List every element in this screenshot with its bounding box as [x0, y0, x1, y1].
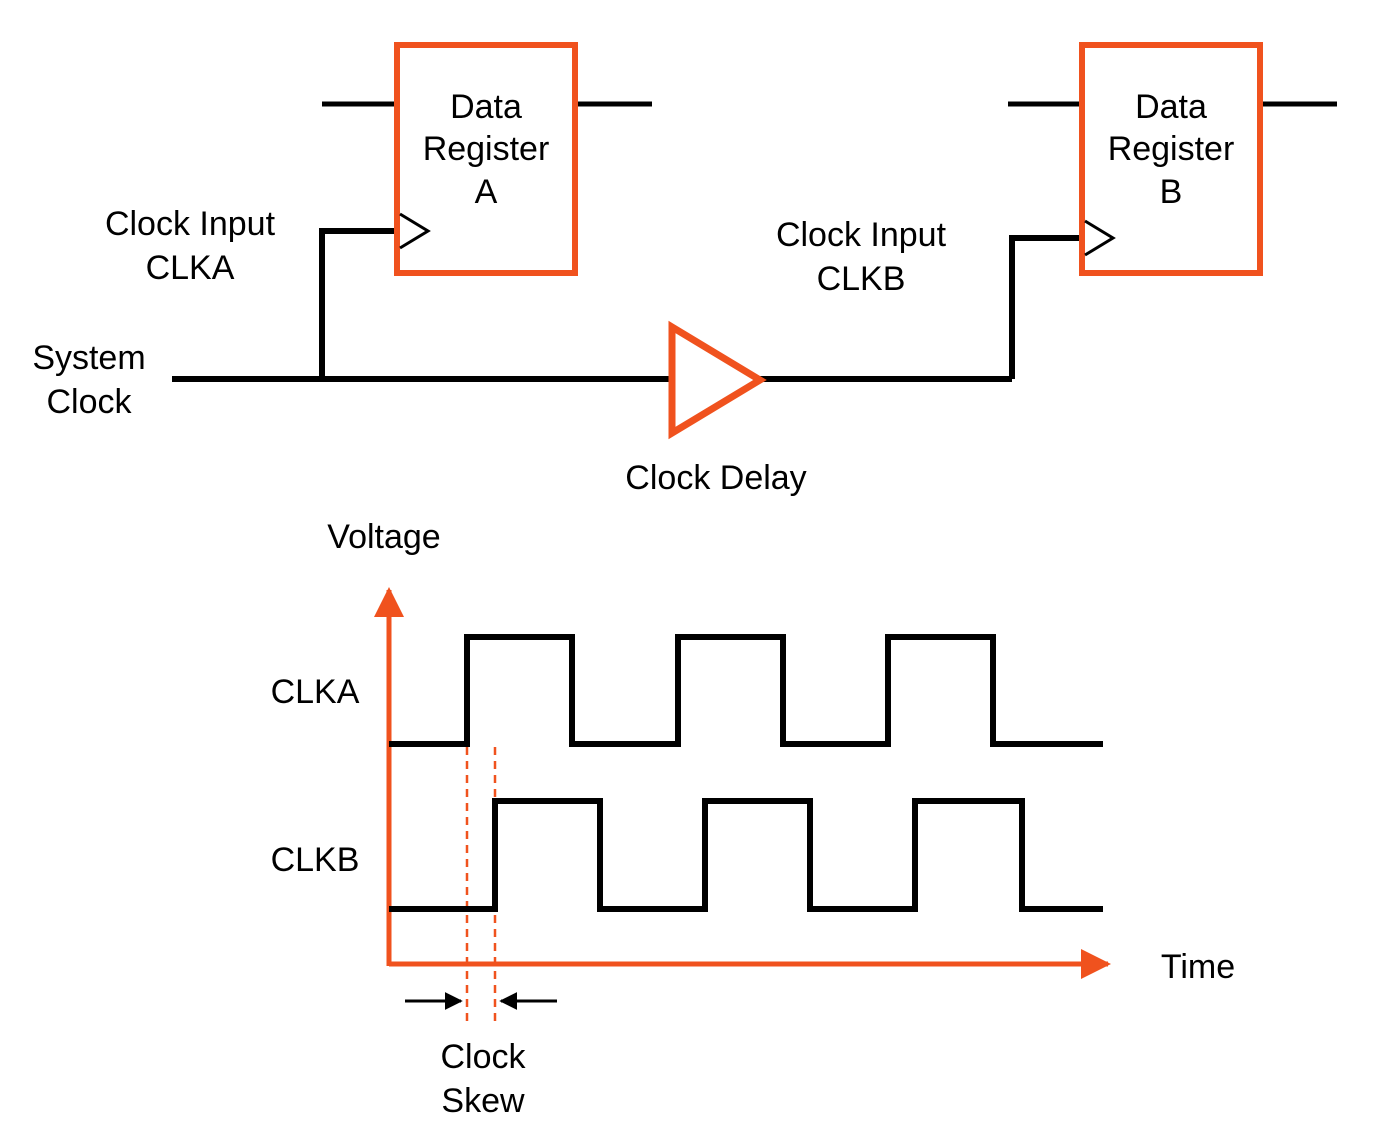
clock-input-a-label-line1: Clock Input: [105, 205, 276, 243]
clkb-label: CLKB: [271, 841, 360, 879]
clock-skew-label-line2: Skew: [441, 1082, 525, 1120]
clock-skew-label-line1: Clock: [440, 1038, 526, 1076]
clock-input-a-label-line2: CLKA: [146, 249, 235, 287]
register-b-clock-chevron-icon: [1084, 219, 1116, 257]
register-b-label-line1: Data: [1135, 88, 1207, 126]
register-b-label-line3: B: [1160, 173, 1183, 211]
system-clock-label-line1: System: [32, 339, 145, 377]
clock-delay-buffer-icon: [668, 320, 767, 440]
clka-branch-wire: [319, 228, 397, 379]
clka-label: CLKA: [271, 673, 360, 711]
register-a-label-line1: Data: [450, 88, 522, 126]
clock-input-b-label-line2: CLKB: [817, 260, 906, 298]
register-a-clock-chevron-icon: [399, 212, 431, 250]
clock-input-b-label-line1: Clock Input: [776, 216, 947, 254]
time-axis-label: Time: [1161, 948, 1235, 986]
register-a-label-line2: Register: [423, 130, 550, 168]
clkb-waveform: [389, 798, 1103, 912]
register-a-box: [394, 42, 578, 276]
register-a-label-line3: A: [475, 173, 498, 211]
clka-waveform: [389, 634, 1103, 747]
clkb-branch-wire: [1009, 235, 1082, 379]
voltage-axis-label: Voltage: [327, 518, 440, 556]
clock-delay-label: Clock Delay: [625, 459, 806, 497]
register-b-box: [1079, 42, 1263, 276]
system-clock-label-line2: Clock: [46, 383, 132, 421]
register-b-label-line2: Register: [1108, 130, 1235, 168]
